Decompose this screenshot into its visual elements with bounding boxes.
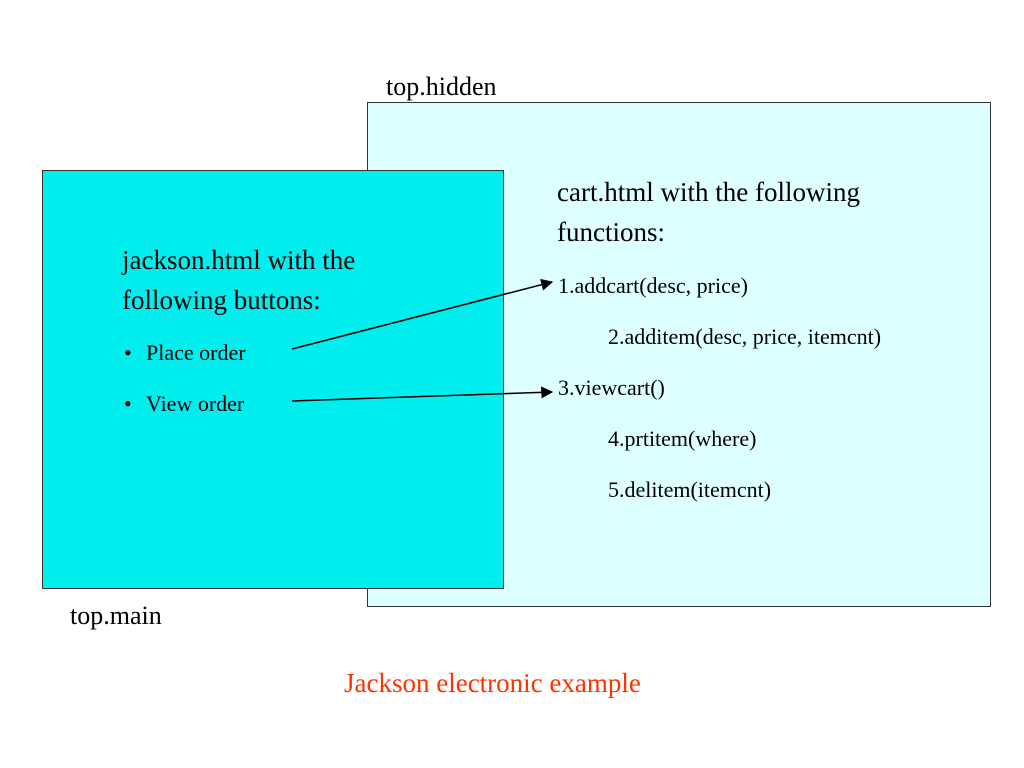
function-additem: 2.additem(desc, price, itemcnt) xyxy=(608,324,882,349)
jackson-heading: jackson.html with the following buttons: xyxy=(122,240,462,320)
caption: Jackson electronic example xyxy=(344,668,641,698)
top-main-frame xyxy=(42,170,504,589)
bullet-icon: • xyxy=(124,391,132,416)
jackson-heading-line1: jackson.html with the xyxy=(122,245,356,275)
place-order-item: • Place order xyxy=(124,338,246,389)
jackson-heading-line2: following buttons: xyxy=(122,285,321,315)
button-list: • Place order • View order xyxy=(124,338,246,440)
cart-heading-line1: cart.html with the following xyxy=(557,177,860,207)
place-order-label: Place order xyxy=(146,340,246,365)
view-order-item: • View order xyxy=(124,389,246,440)
top-main-label: top.main xyxy=(70,601,162,630)
bullet-icon: • xyxy=(124,340,132,365)
cart-heading-line2: functions: xyxy=(557,217,665,247)
function-delitem: 5.delitem(itemcnt) xyxy=(608,477,772,502)
top-hidden-label: top.hidden xyxy=(386,72,497,101)
function-viewcart: 3.viewcart() xyxy=(558,375,665,400)
view-order-label: View order xyxy=(146,391,245,416)
cart-heading: cart.html with the following functions: xyxy=(557,172,977,252)
function-addcart: 1.addcart(desc, price) xyxy=(558,273,748,298)
function-prtitem: 4.prtitem(where) xyxy=(608,426,757,451)
